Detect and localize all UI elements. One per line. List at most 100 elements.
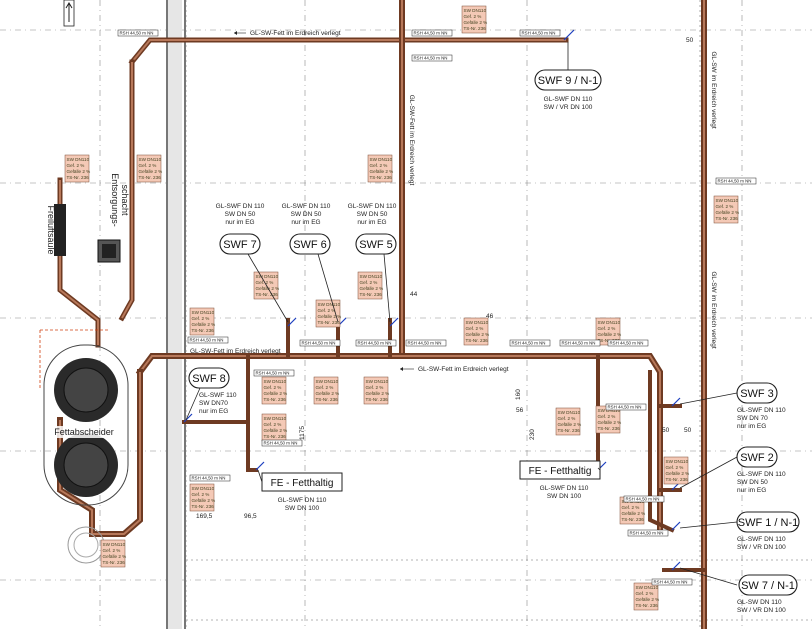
- level-tag-text: RSH 44,50 m NN: [190, 338, 224, 343]
- leader-line: [383, 253, 391, 323]
- leader-line: [317, 253, 339, 323]
- marker-label: SWF 5: [359, 239, 393, 251]
- level-tag: RSH 44,50 m NN: [187, 336, 229, 344]
- marker-label: SWF 8: [192, 373, 226, 385]
- pipe-tag-text: Gefälle 2 %: [636, 597, 660, 602]
- pipe-tag-text: Gefälle 2 %: [264, 428, 288, 433]
- pipe-tag-text: TS-Nr. 236: [256, 292, 279, 297]
- marker-sub: SW DN 50: [291, 211, 322, 218]
- level-tag-text: RSH 44,50 m NN: [610, 341, 644, 346]
- dimension-96-5: 96,5: [244, 513, 257, 520]
- level-tag-text: RSH 44,50 m NN: [256, 371, 290, 376]
- pipe-tag-text: TS-Nr. 236: [636, 603, 659, 608]
- marker-sub: SW / VR DN 100: [737, 607, 786, 614]
- pipe-tag-text: Gef. 2 %: [192, 316, 210, 321]
- fettabscheider: Fettabscheider: [39, 329, 129, 564]
- pipe-tag-text: TS-Nr. 236: [622, 517, 645, 522]
- marker-sub: SW DN70: [199, 400, 228, 407]
- marker-sub: GL-SWF DN 110: [544, 96, 593, 103]
- pipe-label-right-upper: GL-SW im Erdreich verlegt: [710, 51, 717, 128]
- pipe-tag-text: SW DN110: [318, 302, 341, 307]
- leader-line: [679, 521, 738, 529]
- pipe-tag-text: Gef. 2 %: [139, 163, 157, 168]
- marker-sub: SW DN 50: [737, 479, 768, 486]
- pipe-tag-text: Gefälle 2 %: [192, 498, 216, 503]
- pipe-tag-text: Gefälle 2 %: [366, 391, 390, 396]
- leader-line: [257, 469, 263, 483]
- pipe-tag-text: Gefälle 2 %: [598, 332, 622, 337]
- pipe-tag-text: Gef. 2 %: [264, 422, 282, 427]
- level-tag: RSH 44,50 m NN: [715, 177, 757, 185]
- connection-marks: [183, 29, 681, 571]
- pipe-tag-text: Gef. 2 %: [636, 591, 654, 596]
- wall-edge: [184, 0, 186, 629]
- pipe-tag-text: SW DN110: [558, 410, 581, 415]
- marker-sub: GL-SWF DN 110: [282, 203, 331, 210]
- pipe-tag-text: Gef. 2 %: [464, 14, 482, 19]
- pipe-tag-text: Gefälle 2 %: [558, 422, 582, 427]
- level-tag: RSH 44,50 m NN: [299, 339, 341, 347]
- pipe-tag-text: Gef. 2 %: [192, 492, 210, 497]
- pipe-tag-text: Gef. 2 %: [264, 385, 282, 390]
- pipe-tag-text: TS-Nr. 236: [370, 175, 393, 180]
- pipe-tag-text: Gef. 2 %: [103, 548, 121, 553]
- dimension-56: 56: [516, 407, 524, 414]
- level-tag: RSH 44,50 m NN: [261, 439, 303, 447]
- pipe-tag-text: SW DN110: [598, 320, 621, 325]
- level-tag-text: RSH 44,50 m NN: [522, 31, 556, 36]
- leader-line: [247, 253, 289, 323]
- level-tag-text: RSH 44,50 m NN: [264, 441, 298, 446]
- entsorgungsschacht-label-1: Entsorgungs-: [110, 173, 120, 227]
- pipe-tag-text: SW DN110: [666, 459, 689, 464]
- dimension-230: 230: [529, 429, 536, 440]
- pipe-tag-text: SW DN110: [366, 379, 389, 384]
- pipe-tag-text: SW DN110: [464, 8, 487, 13]
- dimension-169-5: 169,5: [196, 513, 213, 520]
- leader-line: [597, 467, 601, 471]
- pipe-labels: GL-SW-Fett im Erdreich verlegt GL-SW-Fet…: [190, 30, 717, 373]
- pipe-tag-text: TS-Nr. 236: [318, 320, 341, 325]
- marker-sub: GL-SWF DN 110: [737, 407, 786, 414]
- level-tag-text: RSH 44,50 m NN: [120, 31, 154, 36]
- level-tag: RSH 44,50 m NN: [355, 339, 397, 347]
- pipe-tag-text: SW DN110: [264, 379, 287, 384]
- pipe-tag-text: Gef. 2 %: [366, 385, 384, 390]
- pipe-label-right-lower: GL-SW im Erdreich verlegt: [710, 271, 717, 348]
- pipe-tag-text: TS-Nr. 236: [558, 428, 581, 433]
- pipe-tag-text: Gefälle 2 %: [192, 322, 216, 327]
- pipe-tag-text: TS-Nr. 236: [264, 397, 287, 402]
- level-tag-text: RSH 44,50 m NN: [192, 476, 226, 481]
- dimension-50a: 50: [686, 37, 694, 44]
- marker-sub: SW / VR DN 100: [737, 544, 786, 551]
- pipe-tag-text: Gef. 2 %: [558, 416, 576, 421]
- marker-sub: GL-SWF DN 110: [348, 203, 397, 210]
- pipe-tag-text: Gefälle 2 %: [466, 332, 490, 337]
- fe-box-label: FE - Fetthaltig: [271, 478, 334, 489]
- pipe-tag-text: Gefälle 2 %: [256, 286, 280, 291]
- pipe-tag-text: SW DN110: [360, 274, 383, 279]
- marker-sub: nur im EG: [737, 487, 766, 494]
- level-tag: RSH 44,50 m NN: [623, 495, 665, 503]
- pipe-tag-text: TS-Nr. 236: [192, 328, 215, 333]
- wall-edge: [166, 0, 168, 629]
- pipe-tag-text: Gef. 2 %: [598, 326, 616, 331]
- pipe-tag-text: TS-Nr. 236: [192, 504, 215, 509]
- pipe-tag-text: Gefälle 2 %: [360, 286, 384, 291]
- level-tag: RSH 44,50 m NN: [627, 529, 669, 537]
- level-tag: RSH 44,50 m NN: [253, 369, 295, 377]
